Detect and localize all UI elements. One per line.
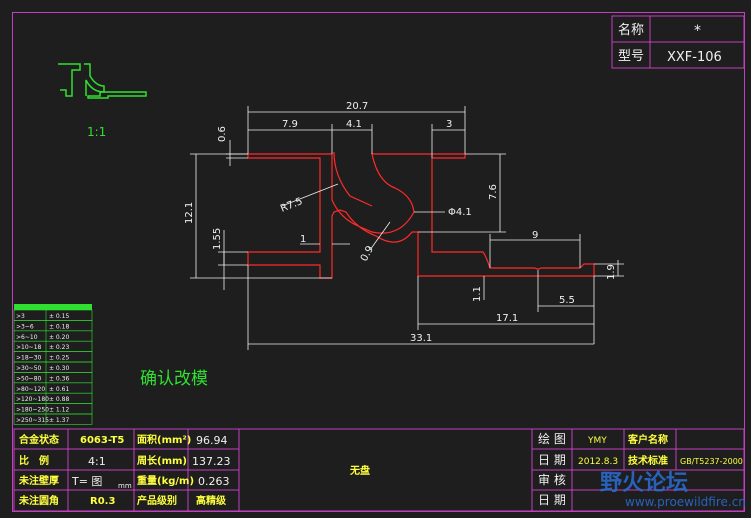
- grade-value: 高精级: [196, 494, 227, 507]
- fillet-label: 未注圆角: [18, 494, 59, 507]
- tolerance-value: ± 0.61: [49, 386, 69, 393]
- profile-outline: [247, 151, 595, 279]
- tolerance-range: >10~18: [16, 344, 42, 351]
- tolerance-range: >6~10: [16, 334, 38, 341]
- name-label: 名称: [618, 22, 644, 38]
- tolerance-value: ± 0.30: [49, 365, 69, 372]
- dim-wall-top: 0.6: [217, 126, 228, 142]
- customer-label: 客户名称: [627, 433, 668, 446]
- watermark-text: 野火论坛: [600, 471, 689, 496]
- spec-table: 合金状态 6063-T5 面积(mm²) 96.94 比 例 4:1 周长(mm…: [18, 433, 370, 507]
- name-value: *: [694, 23, 701, 39]
- dim-right-top: 3: [446, 119, 452, 130]
- confirm-note: 确认改模: [140, 369, 208, 389]
- dimension-labels: 20.7 7.9 4.1 3 0.6 12.1 1.55 7.6 R7.5 Φ4…: [184, 101, 617, 344]
- wall-value: T= 图: [71, 475, 102, 488]
- area-value: 96.94: [196, 434, 228, 447]
- dim-slot-width: 1: [300, 234, 306, 245]
- scale-label: 比 例: [19, 454, 49, 467]
- dim-left-top: 7.9: [282, 119, 298, 130]
- perimeter-label: 周长(mm): [137, 454, 187, 467]
- tolerance-range: >250~315: [16, 417, 49, 424]
- dim-height-right: 7.6: [488, 184, 499, 200]
- tolerance-value: ± 1.12: [49, 407, 69, 414]
- dim-overall-bottom: 33.1: [410, 333, 432, 344]
- dim-tail-height: 1.9: [606, 264, 617, 280]
- draw-value: YMY: [587, 436, 607, 446]
- tolerance-table: >3 ± 0.15 >3~6 ± 0.18 >6~10 ± 0.20 >10~18 ± 0.2…: [13, 304, 93, 425]
- sign-table: 绘 图 YMY 客户名称 日 期 2012.8.3 技术标准 GB/T5237-…: [538, 431, 743, 507]
- tolerance-value: ± 1.37: [49, 417, 69, 424]
- scale-value: 4:1: [88, 455, 106, 468]
- scale-note: 1:1: [87, 125, 106, 139]
- tolerance-range: >50~80: [16, 375, 42, 382]
- tolerance-range: >120~180: [16, 396, 49, 403]
- tolerance-value: ± 0.15: [49, 313, 69, 320]
- wall-label: 未注壁厚: [18, 474, 59, 487]
- tolerance-range: >180~250: [16, 407, 49, 414]
- standard-label: 技术标准: [628, 454, 668, 467]
- tolerance-value: ± 0.36: [49, 375, 69, 382]
- draw-label: 绘 图: [538, 431, 566, 446]
- dim-height-bottom: 1.55: [212, 228, 223, 250]
- dim-mid-top: 4.1: [346, 119, 362, 130]
- alloy-value: 6063-T5: [80, 435, 124, 446]
- model-value: XXF-106: [667, 50, 722, 65]
- date2-label: 日 期: [538, 493, 566, 507]
- weight-label: 重量(kg/m): [137, 474, 194, 487]
- sign-table-grid: [531, 428, 745, 512]
- tolerance-range: >3~6: [16, 323, 34, 330]
- dim-foot-height: 1.1: [472, 286, 483, 302]
- dim-overall-top: 20.7: [346, 101, 368, 112]
- dim-slot-angle: 0.9: [359, 244, 376, 263]
- tolerance-value: ± 0.25: [49, 355, 69, 362]
- tolerance-row: [13, 413, 93, 425]
- dim-foot-width: 5.5: [559, 295, 575, 306]
- tolerance-header-bar: [14, 304, 92, 310]
- tolerance-value: ± 0.88: [49, 396, 69, 403]
- tolerance-range: >30~50: [16, 365, 42, 372]
- standard-value: GB/T5237-2000: [680, 457, 743, 466]
- dim-tail-length: 9: [532, 230, 538, 241]
- dim-height-left: 12.1: [184, 202, 195, 224]
- tolerance-range: >80~120: [16, 386, 45, 393]
- perimeter-value: 137.23: [192, 455, 231, 468]
- date-label: 日 期: [538, 453, 566, 467]
- tolerance-value: ± 0.23: [49, 344, 69, 351]
- profile-thumbnail: [58, 63, 147, 99]
- dimension-lines: [190, 106, 624, 350]
- tolerance-range: >18~30: [16, 355, 42, 362]
- grade-label: 产品级别: [137, 494, 177, 507]
- watermark-url: www.proewildfire.cn: [625, 495, 746, 509]
- tolerance-range: >3: [16, 313, 25, 320]
- title-block: [611, 15, 745, 69]
- tolerance-value: ± 0.18: [49, 323, 69, 330]
- center-note: 无盘: [349, 464, 370, 477]
- dim-right-span: 17.1: [496, 313, 518, 324]
- check-label: 审 核: [538, 472, 566, 487]
- dim-diameter: Φ4.1: [448, 207, 472, 218]
- dim-radius: R7.5: [279, 196, 304, 215]
- weight-value: 0.263: [198, 475, 230, 488]
- model-label: 型号: [618, 49, 644, 64]
- area-label: 面积(mm²): [137, 433, 191, 446]
- wall-unit: mm: [118, 482, 132, 490]
- alloy-label: 合金状态: [18, 433, 59, 446]
- tolerance-value: ± 0.20: [49, 334, 69, 341]
- fillet-value: R0.3: [90, 496, 115, 507]
- date-value: 2012.8.3: [578, 457, 618, 467]
